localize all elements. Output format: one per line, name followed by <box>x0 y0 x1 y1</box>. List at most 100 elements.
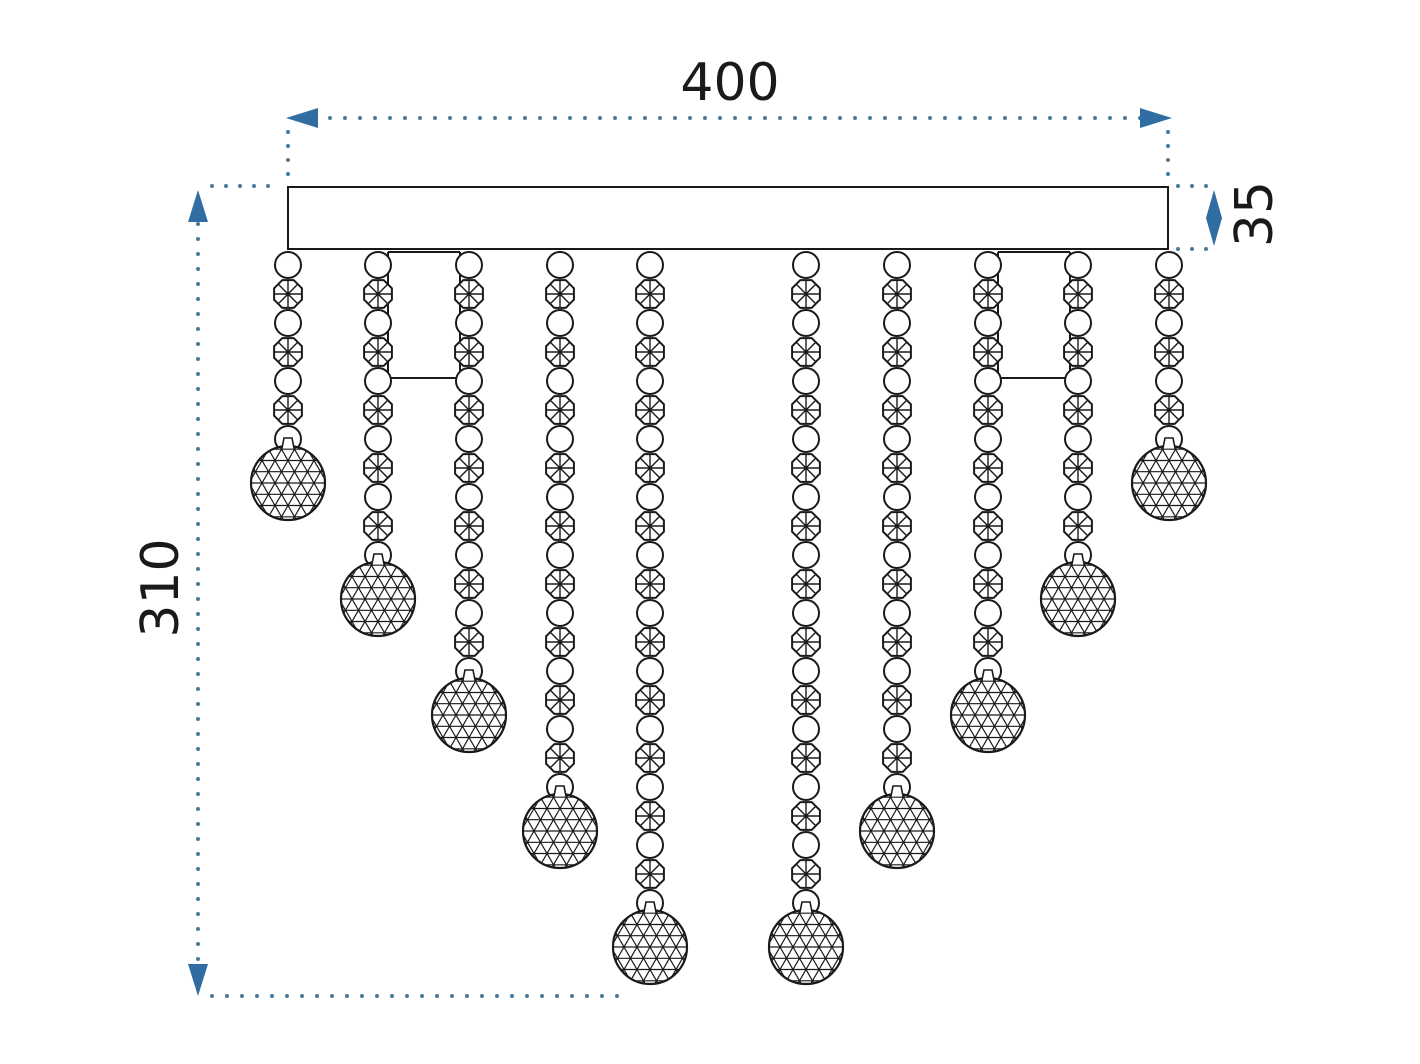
round-bead <box>274 367 302 395</box>
body-height-dimension: 35 <box>1176 181 1285 251</box>
octagon-bead <box>635 859 665 889</box>
total-height-arrow-bottom-icon <box>188 964 208 996</box>
width-dimension: 400 <box>286 53 1172 188</box>
octagon-bead <box>545 569 575 599</box>
round-bead <box>883 309 911 337</box>
body-height-label: 35 <box>1225 181 1285 247</box>
octagon-bead <box>454 337 484 367</box>
total-height-dimension: 310 <box>131 184 630 998</box>
octagon-bead <box>635 337 665 367</box>
round-bead <box>546 715 574 743</box>
round-bead <box>364 251 392 279</box>
octagon-bead <box>273 279 303 309</box>
round-bead <box>792 831 820 859</box>
crystal-strands <box>249 251 1208 986</box>
octagon-bead <box>882 743 912 773</box>
octagon-bead <box>882 395 912 425</box>
octagon-bead <box>1063 395 1093 425</box>
octagon-bead <box>791 685 821 715</box>
octagon-bead <box>363 395 393 425</box>
crystal-strand <box>767 251 845 986</box>
crystal-strand <box>430 251 508 754</box>
octagon-bead <box>635 395 665 425</box>
crystal-ball <box>858 785 936 870</box>
hanger-brackets <box>387 251 1071 379</box>
crystal-ball <box>339 553 417 638</box>
crystal-strand <box>521 251 599 870</box>
crystal-ball <box>1130 437 1208 522</box>
octagon-bead <box>973 627 1003 657</box>
octagon-bead <box>635 279 665 309</box>
round-bead <box>546 541 574 569</box>
octagon-bead <box>545 743 575 773</box>
round-bead <box>974 367 1002 395</box>
octagon-bead <box>791 511 821 541</box>
octagon-bead <box>791 627 821 657</box>
round-bead <box>883 367 911 395</box>
octagon-bead <box>882 279 912 309</box>
octagon-bead <box>1063 511 1093 541</box>
crystal-ball <box>249 437 327 522</box>
octagon-bead <box>882 627 912 657</box>
round-bead <box>546 309 574 337</box>
octagon-bead <box>635 569 665 599</box>
octagon-bead <box>882 685 912 715</box>
round-bead <box>1064 251 1092 279</box>
octagon-bead <box>635 627 665 657</box>
crystal-ball <box>521 785 599 870</box>
octagon-bead <box>635 453 665 483</box>
total-height-label: 310 <box>131 538 191 637</box>
octagon-bead <box>973 453 1003 483</box>
octagon-bead <box>454 511 484 541</box>
body-height-arrow-icon <box>1206 190 1222 246</box>
crystal-ball <box>611 901 689 986</box>
round-bead <box>546 367 574 395</box>
octagon-bead <box>454 279 484 309</box>
round-bead <box>1064 425 1092 453</box>
octagon-bead <box>545 453 575 483</box>
round-bead <box>364 425 392 453</box>
round-bead <box>455 599 483 627</box>
octagon-bead <box>1063 337 1093 367</box>
width-arrow-left-icon <box>286 108 318 128</box>
crystal-strand <box>249 251 327 522</box>
round-bead <box>455 425 483 453</box>
round-bead <box>455 309 483 337</box>
round-bead <box>792 541 820 569</box>
round-bead <box>792 657 820 685</box>
round-bead <box>546 251 574 279</box>
round-bead <box>1064 483 1092 511</box>
round-bead <box>364 309 392 337</box>
octagon-bead <box>973 337 1003 367</box>
round-bead <box>636 773 664 801</box>
octagon-bead <box>791 859 821 889</box>
crystal-strand <box>1039 251 1117 638</box>
octagon-bead <box>363 511 393 541</box>
octagon-bead <box>363 453 393 483</box>
round-bead <box>883 425 911 453</box>
crystal-strand <box>611 251 689 986</box>
round-bead <box>792 251 820 279</box>
crystal-ball <box>767 901 845 986</box>
octagon-bead <box>545 337 575 367</box>
round-bead <box>636 541 664 569</box>
round-bead <box>792 483 820 511</box>
hanger-bracket-right <box>997 251 1071 379</box>
crystal-ball <box>1039 553 1117 638</box>
round-bead <box>636 599 664 627</box>
octagon-bead <box>1154 395 1184 425</box>
octagon-bead <box>973 279 1003 309</box>
octagon-bead <box>545 627 575 657</box>
round-bead <box>364 367 392 395</box>
round-bead <box>636 425 664 453</box>
octagon-bead <box>363 337 393 367</box>
round-bead <box>792 425 820 453</box>
round-bead <box>1064 309 1092 337</box>
crystal-ball <box>430 669 508 754</box>
round-bead <box>636 309 664 337</box>
crystal-ball <box>949 669 1027 754</box>
octagon-bead <box>1063 279 1093 309</box>
round-bead <box>455 251 483 279</box>
round-bead <box>883 657 911 685</box>
octagon-bead <box>545 685 575 715</box>
